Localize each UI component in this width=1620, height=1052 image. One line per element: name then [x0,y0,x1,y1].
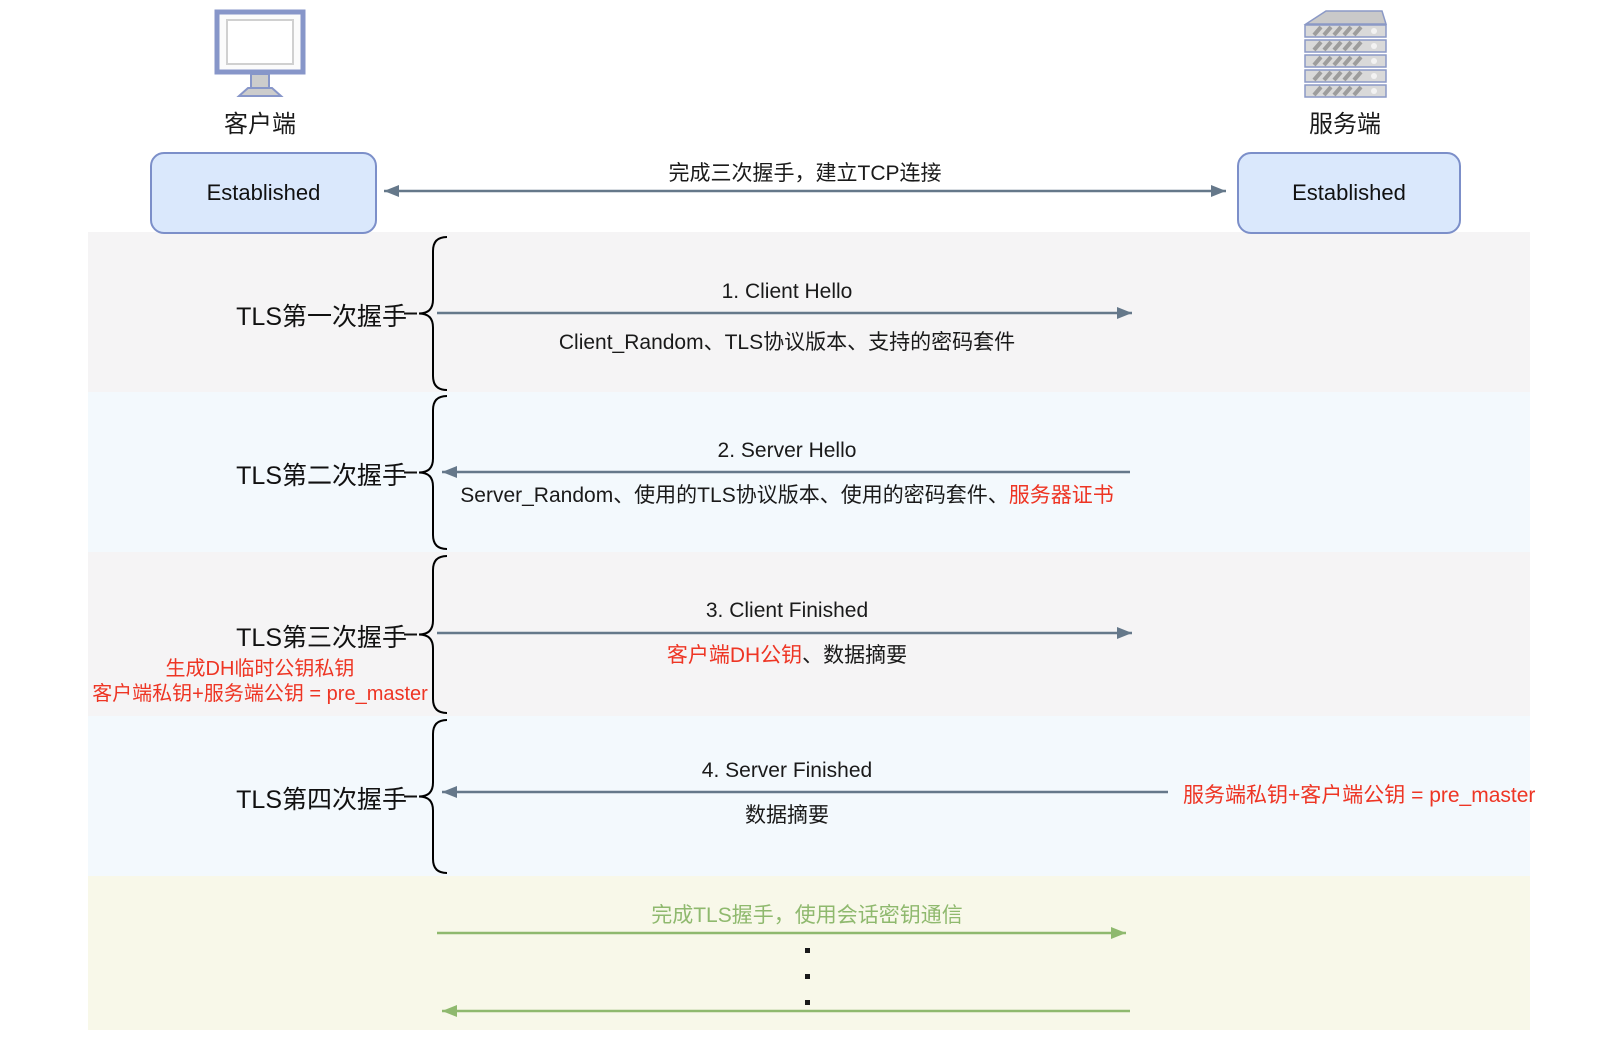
server-rack-icon [1303,10,1388,98]
client-monitor-icon [214,9,306,97]
client-label: 客户端 [224,111,296,138]
server-label: 服务端 [1309,111,1381,138]
client-premaster-note: 生成DH临时公钥私钥 客户端私钥+服务端公钥 = pre_master [84,657,436,707]
client-finished-caption: 客户端DH公钥、数据摘要 [437,639,1137,669]
server-finished-title: 4. Server Finished [701,759,873,782]
client-established-text: Established [206,180,321,205]
tls1-band-label: TLS第一次握手 [236,303,407,331]
band-tls-handshake-4 [88,716,1530,876]
client-hello-caption: Client_Random、TLS协议版本、支持的密码套件 [558,331,1016,354]
tcp-arrow-label: 完成三次握手，建立TCP连接 [668,162,942,185]
client-premaster-note-line1: 生成DH临时公钥私钥 [165,658,355,680]
server-hello-caption: Server_Random、使用的TLS协议版本、使用的密码套件、服务器证书 [437,479,1137,509]
server-finished-caption: 数据摘要 [745,804,829,827]
client-dh-pubkey-text: 客户端DH公钥 [666,644,803,667]
client-finished-title: 3. Client Finished [705,599,869,622]
session-key-label: 完成TLS握手，使用会话密钥通信 [651,904,963,927]
client-hello-title: 1. Client Hello [721,280,853,303]
server-established-text: Established [1292,180,1406,205]
server-established-box: Established [1237,152,1461,234]
server-certificate-text: 服务器证书 [1008,484,1114,507]
tls2-band-label: TLS第二次握手 [236,462,407,490]
client-premaster-note-line2: 客户端私钥+服务端公钥 = pre_master [92,683,428,705]
server-hello-title: 2. Server Hello [717,439,857,462]
client-established-box: Established [150,152,377,234]
server-hello-caption-plain: Server_Random、使用的TLS协议版本、使用的密码套件、 [460,484,1009,507]
tls4-band-label: TLS第四次握手 [236,786,407,814]
tls3-band-label: TLS第三次握手 [236,624,407,652]
client-finished-caption-plain: 、数据摘要 [802,644,908,667]
server-premaster-note: 服务端私钥+客户端公钥 = pre_master [1183,784,1536,807]
